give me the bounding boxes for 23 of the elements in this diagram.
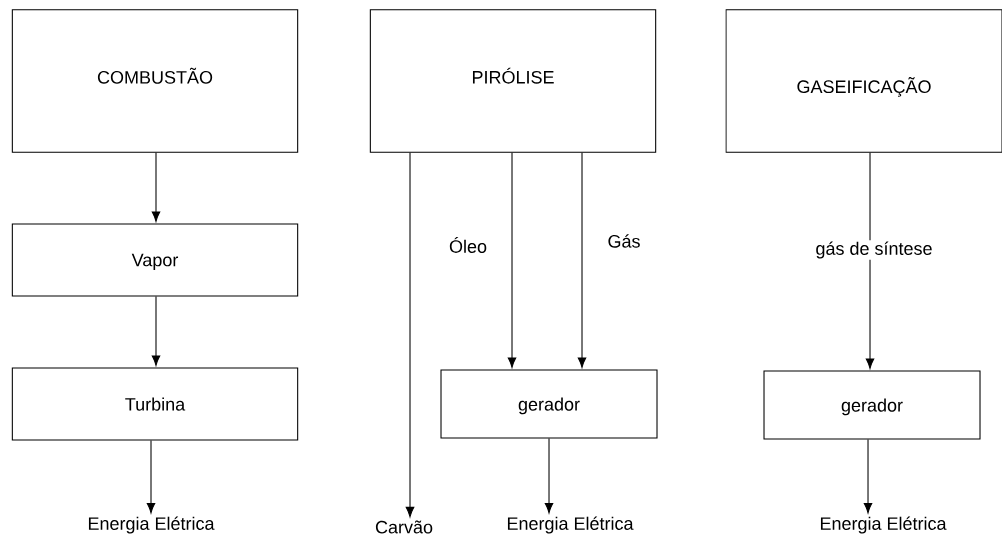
arrow xyxy=(544,438,554,514)
edge-label: Óleo xyxy=(449,237,487,253)
output-label: Energia Elétrica xyxy=(820,516,947,534)
edge-label: Gás xyxy=(608,234,640,248)
arrow xyxy=(865,152,875,369)
arrow xyxy=(507,152,517,368)
arrow xyxy=(405,152,415,518)
arrow xyxy=(151,152,161,222)
arrow xyxy=(146,440,156,514)
arrow xyxy=(577,152,587,368)
process-box: Vapor xyxy=(11,223,299,297)
process-box: gerador xyxy=(440,369,658,439)
process-box: GASEIFICAÇÃO xyxy=(725,9,1002,153)
process-box: COMBUSTÃO xyxy=(11,9,299,153)
output-label: Energia Elétrica xyxy=(507,516,634,534)
edge-label: gás de síntese xyxy=(814,240,934,260)
process-box: Turbina xyxy=(11,367,299,441)
arrow xyxy=(863,439,873,514)
process-box: PIRÓLISE xyxy=(369,9,657,153)
process-box: gerador xyxy=(763,370,981,440)
arrow xyxy=(151,296,161,366)
output-label: Carvão xyxy=(375,520,433,534)
output-label: Energia Elétrica xyxy=(88,516,215,534)
